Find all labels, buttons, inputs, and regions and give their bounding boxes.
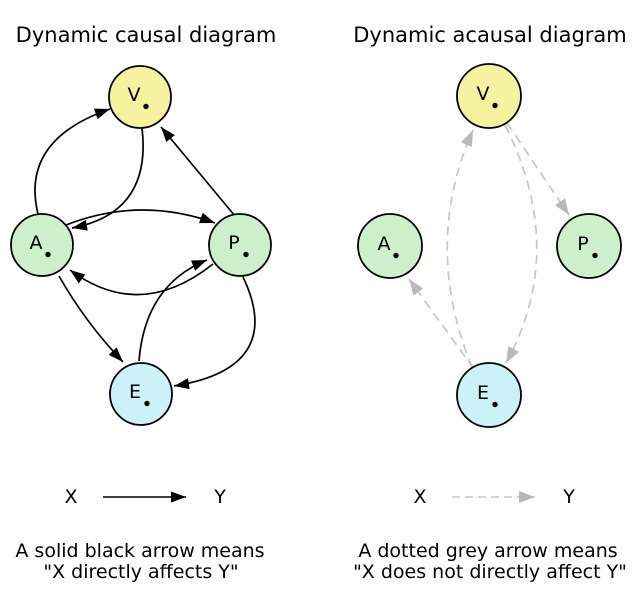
node-label-A: A [378,233,391,255]
legend-x-label: X [64,486,77,508]
time-subscript-dot [243,251,249,258]
right-node-A: A [357,213,423,279]
node-label-V: V [477,83,490,105]
node-circle-V [456,63,522,129]
node-label-E: E [477,382,489,404]
left-caption-line2: "X directly affects Y" [43,561,238,583]
left-caption-line1: A solid black arrow means [15,540,264,562]
left-node-P: P [208,213,272,277]
node-circle-E [456,362,522,428]
node-label-P: P [228,232,239,254]
right-legend: X Y A dotted grey arrow means "X does no… [353,486,627,583]
left-diagram-edges [34,108,256,390]
left-node-V: V [108,65,172,129]
node-circle-V [108,65,172,129]
legend-y-label: Y [562,486,575,508]
arrow-P-to-A [69,263,214,296]
right-node-V: V [456,63,522,129]
right-diagram-edges [408,122,570,370]
arrow-E-to-P [138,259,208,362]
time-subscript-dot [143,103,149,110]
left-legend: X Y A solid black arrow means "X directl… [15,486,264,583]
node-circle-A [357,213,423,279]
arrow-A-to-V [34,108,111,215]
node-circle-P [208,213,272,277]
time-subscript-dot [492,401,498,408]
right-caption-line2: "X does not directly affect Y" [353,561,627,583]
right-diagram-title: Dynamic acausal diagram [353,23,627,47]
left-diagram-title: Dynamic causal diagram [16,23,277,47]
node-circle-P [556,213,622,279]
node-circle-A [10,213,74,277]
arrow-E-to-V-dashed [446,129,474,368]
node-label-A: A [30,232,43,254]
arrow-V-to-E-dashed [504,124,538,364]
arrow-P-to-V [160,126,236,217]
node-label-V: V [128,84,141,106]
time-subscript-dot [45,251,51,258]
right-node-P: P [556,213,622,279]
legend-y-label: Y [213,486,226,508]
time-subscript-dot [144,400,150,407]
left-node-A: A [10,213,74,277]
arrow-V-to-P-dashed [506,122,570,216]
left-node-E: E [109,362,173,426]
arrow-P-to-E [173,276,256,390]
node-label-P: P [577,233,588,255]
node-circle-E [109,362,173,426]
arrow-A-to-P [65,209,216,226]
arrow-V-to-A [71,127,144,231]
arrow-A-to-E [58,275,124,363]
time-subscript-dot [393,252,399,259]
node-label-E: E [129,381,141,403]
time-subscript-dot [492,102,498,109]
right-caption-line1: A dotted grey arrow means [358,540,617,562]
legend-x-label: X [413,486,426,508]
time-subscript-dot [592,252,598,259]
right-node-E: E [456,362,522,428]
arrow-E-to-A-dashed [408,278,475,370]
